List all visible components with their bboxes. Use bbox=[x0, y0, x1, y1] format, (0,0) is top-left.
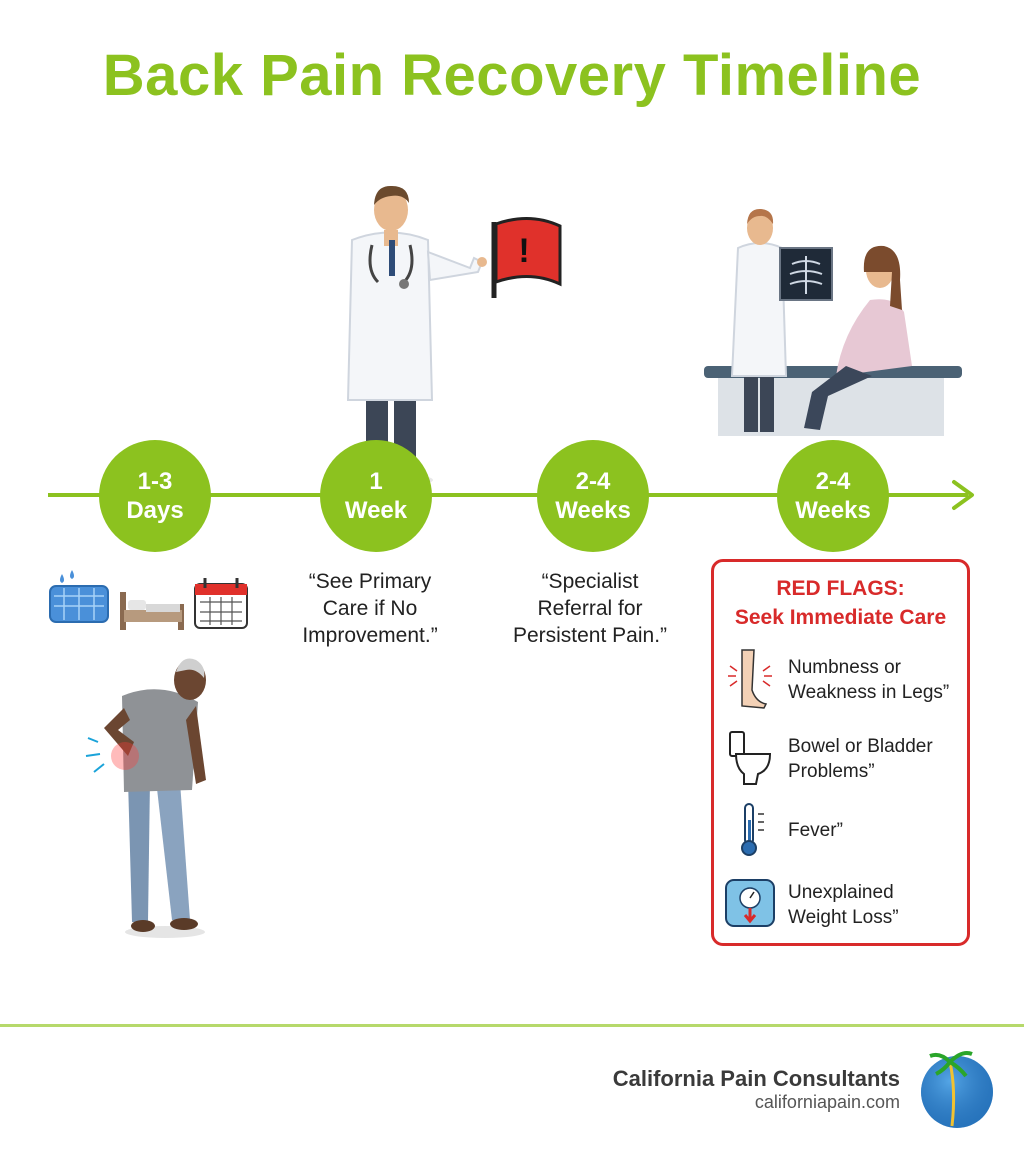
flag-item-line: Unexplained bbox=[788, 882, 894, 903]
red-flag-item-numbness: Numbness or Weakness in Legs” bbox=[788, 655, 968, 705]
page-title: Back Pain Recovery Timeline bbox=[102, 43, 922, 108]
milestone-line1: 2-4 bbox=[575, 468, 611, 495]
red-flags-panel bbox=[711, 559, 970, 946]
flag-item-line: Weakness in Legs” bbox=[788, 682, 950, 703]
step-primary-care-text: “See Primary Care if No Improvement.” bbox=[285, 568, 455, 649]
milestone-line1: 2-4 bbox=[815, 468, 851, 495]
step-line: Care if No bbox=[322, 597, 418, 620]
flag-item-line: Bowel or Bladder bbox=[788, 736, 933, 757]
step-line: Persistent Pain.” bbox=[512, 624, 668, 647]
toilet-icon bbox=[729, 731, 772, 785]
milestone-1-week: 1 Week bbox=[320, 440, 432, 552]
leg-pain-icon bbox=[728, 649, 772, 709]
flag-item-line: Problems” bbox=[788, 761, 875, 782]
red-flag-item-weight-loss: Unexplained Weight Loss” bbox=[788, 880, 968, 930]
flag-item-line: Fever” bbox=[788, 820, 843, 841]
flag-item-line: Numbness or bbox=[788, 657, 901, 678]
thermometer-icon bbox=[741, 803, 764, 856]
step-line: Improvement.” bbox=[302, 624, 438, 647]
red-flag-icon: ! bbox=[491, 216, 562, 298]
milestone-1-3-days: 1-3 Days bbox=[99, 440, 211, 552]
flag-item-line: Weight Loss” bbox=[788, 907, 899, 928]
flag-exclamation: ! bbox=[518, 232, 529, 270]
palm-tree-logo-icon bbox=[921, 1051, 993, 1128]
milestone-line2: Week bbox=[344, 497, 408, 524]
footer-divider bbox=[0, 1024, 1024, 1027]
milestone-line1: 1-3 bbox=[137, 468, 173, 495]
milestone-line2: Days bbox=[126, 497, 184, 524]
milestone-line2: Weeks bbox=[555, 497, 631, 524]
step-line: Referral for bbox=[537, 597, 643, 620]
red-flags-title-line1: RED FLAGS: bbox=[776, 577, 905, 600]
bed-icon bbox=[120, 592, 184, 630]
red-flag-item-bowel-bladder: Bowel or Bladder Problems” bbox=[788, 734, 968, 784]
step-specialist-text: “Specialist Referral for Persistent Pain… bbox=[500, 568, 680, 649]
doctor-xray-patient-illustration bbox=[704, 208, 962, 436]
ice-pack-icon bbox=[49, 570, 109, 623]
milestone-line2: Weeks bbox=[795, 497, 871, 524]
calendar-icon bbox=[194, 578, 248, 629]
scale-icon bbox=[725, 879, 775, 927]
red-flag-item-fever: Fever” bbox=[788, 818, 968, 843]
red-flags-title-line2: Seek Immediate Care bbox=[734, 606, 947, 629]
brand-name: California Pain Consultants bbox=[612, 1066, 900, 1091]
step-line: “Specialist bbox=[541, 570, 639, 593]
step-line: “See Primary bbox=[308, 570, 432, 593]
milestone-line1: 1 bbox=[369, 468, 383, 495]
red-flags-title: RED FLAGS: Seek Immediate Care bbox=[711, 574, 970, 632]
man-back-pain-illustration bbox=[85, 658, 206, 938]
milestone-2-4-weeks-a: 2-4 Weeks bbox=[537, 440, 649, 552]
timeline-arrow-icon bbox=[952, 480, 974, 510]
milestone-2-4-weeks-b: 2-4 Weeks bbox=[777, 440, 889, 552]
brand-url: californiapain.com bbox=[754, 1092, 900, 1112]
